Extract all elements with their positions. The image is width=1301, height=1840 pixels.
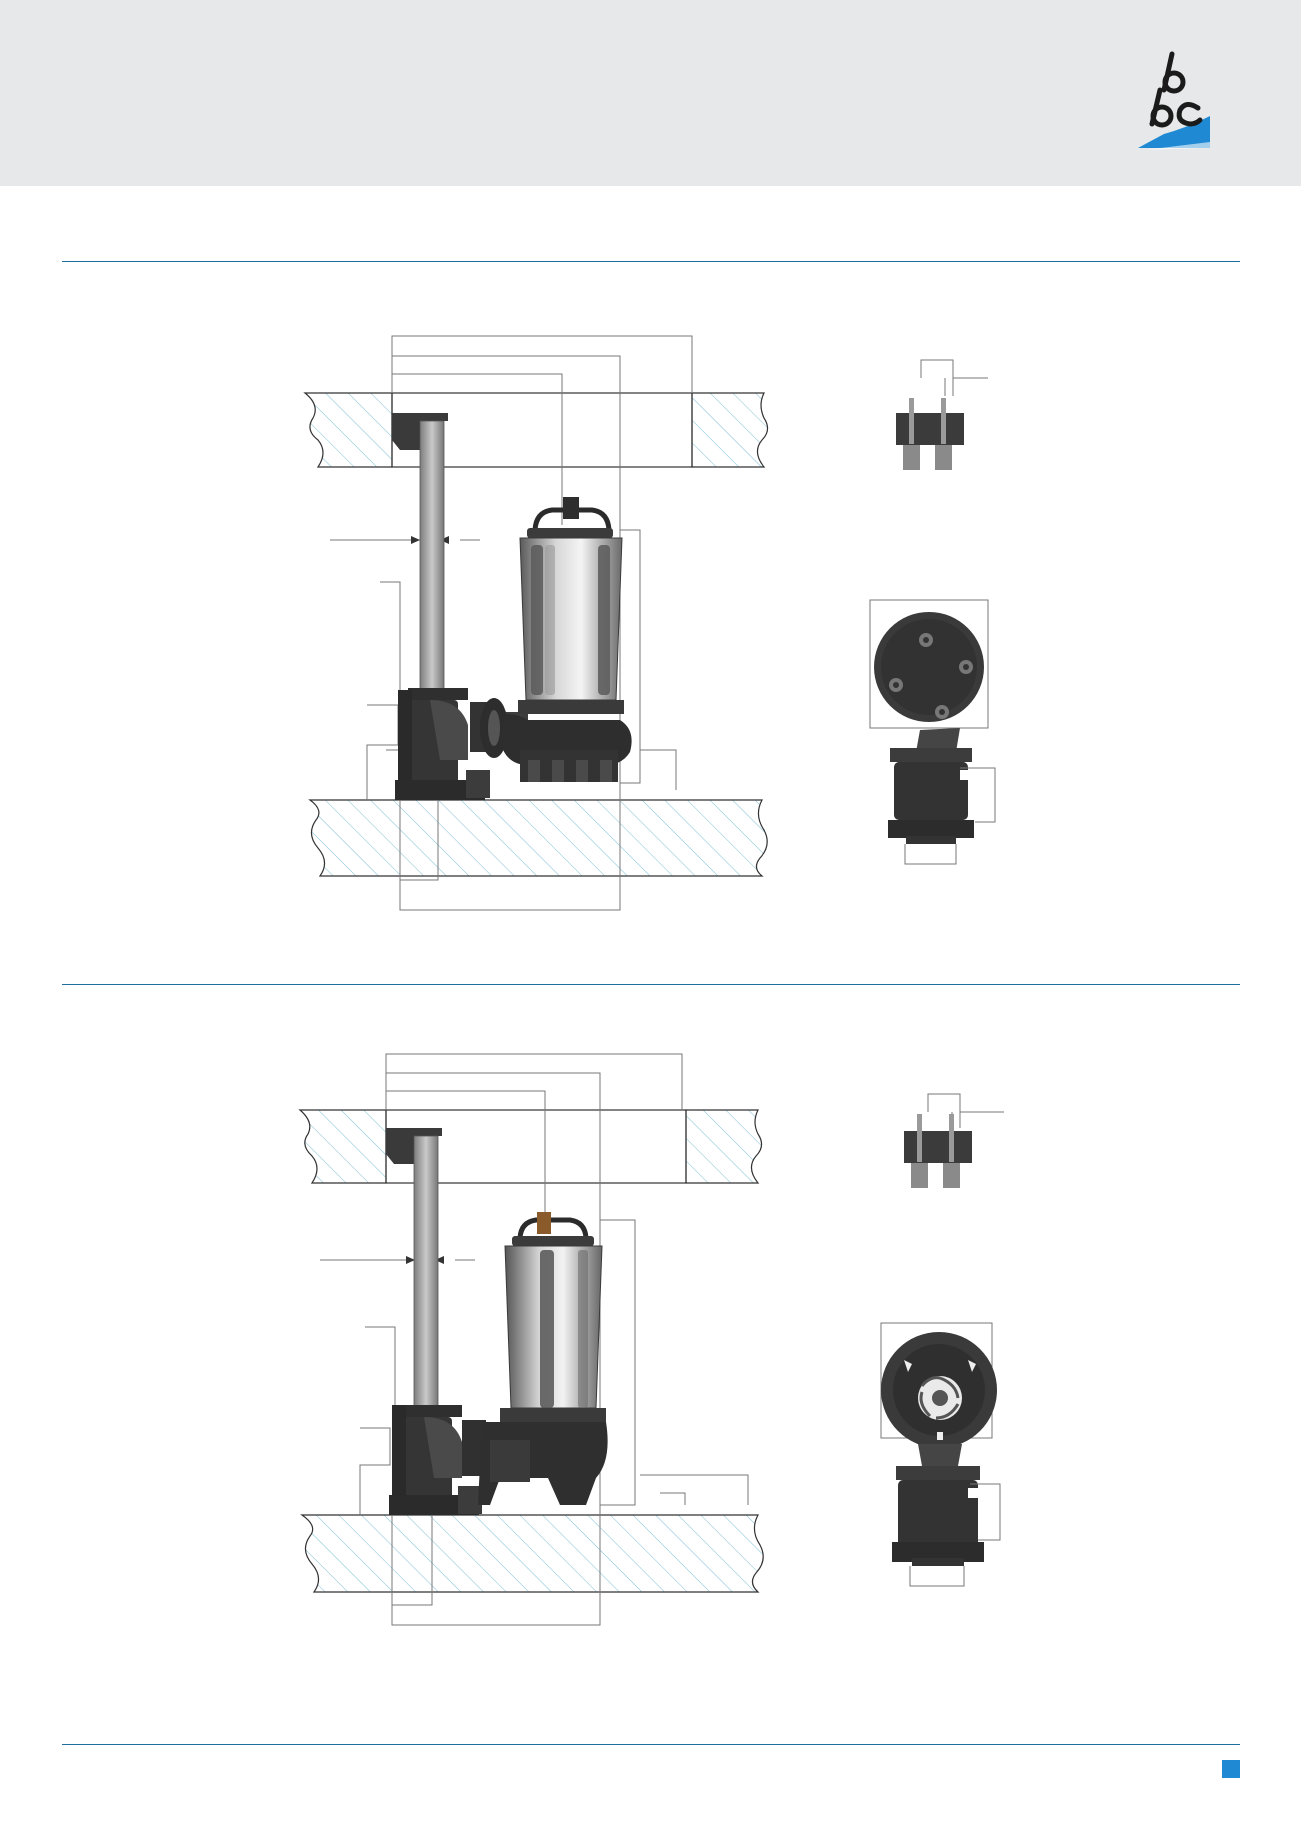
page-marker-icon [1222, 1760, 1240, 1778]
duckfoot-bend [395, 688, 490, 800]
section-rule-2 [62, 984, 1240, 985]
submersible-pump [500, 497, 632, 782]
pump-plan-view [880, 1322, 1001, 1587]
dimension-arrows [406, 1256, 444, 1264]
installation-drawing-2 [298, 1053, 1004, 1626]
bottom-slab [308, 799, 768, 877]
guide-rail [392, 413, 448, 692]
dimension-arrows [411, 536, 449, 544]
bbc-logo-icon [1138, 51, 1210, 150]
bottom-slab [300, 1514, 764, 1593]
section-rule-1 [62, 261, 1240, 262]
pump-plan-view [869, 599, 996, 865]
submersible-pump [478, 1212, 608, 1505]
installation-drawing-1 [303, 335, 996, 911]
rail-bracket-top-view [896, 359, 988, 470]
top-slab [298, 1109, 763, 1184]
top-slab [303, 392, 769, 468]
duckfoot-bend [389, 1405, 486, 1515]
footer-rule [62, 1744, 1240, 1745]
guide-rail [386, 1128, 442, 1409]
page-header [0, 0, 1301, 186]
rail-bracket-top-view [904, 1093, 1004, 1188]
